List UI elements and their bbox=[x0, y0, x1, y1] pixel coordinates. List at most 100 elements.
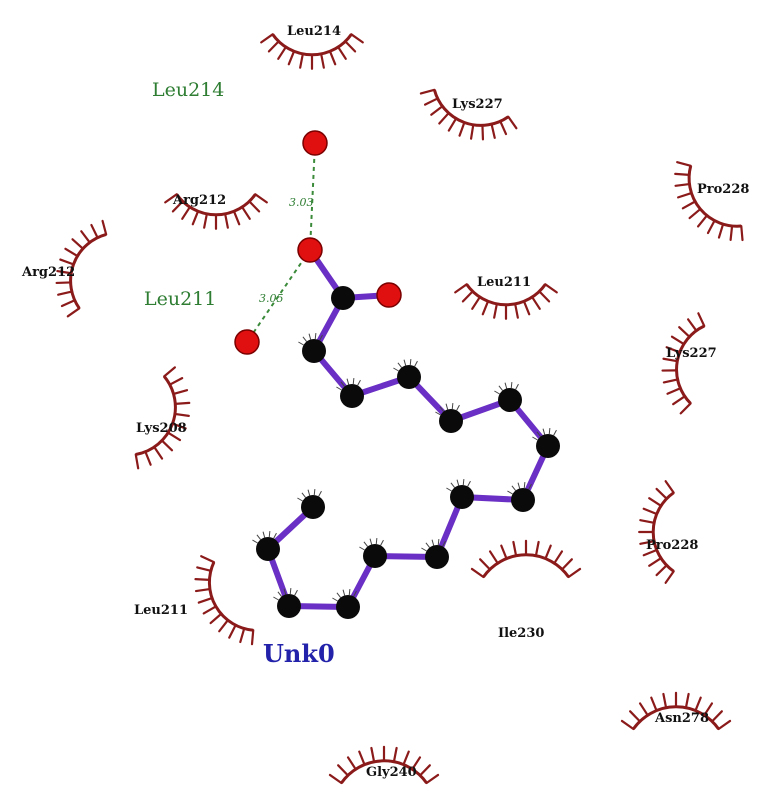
hydrophobic-arc bbox=[134, 366, 191, 470]
atom-sphere bbox=[397, 365, 421, 389]
carbon-atom bbox=[332, 589, 360, 619]
atom-sphere bbox=[498, 388, 522, 412]
atom-contact-tick bbox=[504, 382, 508, 389]
atom-contact-tick bbox=[421, 547, 427, 552]
carbon-atom bbox=[359, 538, 387, 568]
atom-contact-tick bbox=[515, 383, 519, 390]
atom-contact-tick bbox=[494, 390, 500, 395]
oxygen-atom bbox=[297, 237, 323, 263]
atom-contact-tick bbox=[353, 590, 357, 597]
carbon-atom bbox=[297, 489, 325, 519]
carbon-atom bbox=[446, 479, 474, 509]
atom-contact-tick bbox=[298, 341, 304, 346]
atom-sphere bbox=[340, 384, 364, 408]
atom-contact-tick bbox=[397, 362, 403, 368]
atom-contact-tick bbox=[446, 487, 452, 492]
hydrophobic-arc bbox=[470, 539, 582, 579]
residue-label: Lys227 bbox=[452, 97, 503, 112]
atom-sphere bbox=[302, 130, 328, 156]
atom-contact-tick bbox=[456, 479, 460, 486]
hydrogen-bonds bbox=[246, 142, 316, 343]
atom-contact-tick bbox=[517, 482, 521, 489]
atom-contact-tick bbox=[456, 404, 460, 411]
atom-contact-tick bbox=[336, 592, 342, 598]
hydrophobic-arc bbox=[661, 312, 706, 415]
hydrophobic-contacts bbox=[55, 33, 744, 785]
residue-label: Pro228 bbox=[646, 538, 698, 553]
atom-contact-tick bbox=[252, 539, 258, 544]
atom-contact-tick bbox=[262, 531, 266, 538]
atom-contact-tick bbox=[532, 436, 538, 441]
residue-label: Gly240 bbox=[366, 765, 417, 780]
residue-label: Pro228 bbox=[697, 182, 749, 197]
atom-contact-tick bbox=[277, 591, 283, 597]
residue-label: Arg212 bbox=[172, 193, 226, 208]
atom-contact-tick bbox=[301, 492, 307, 498]
atom-sphere bbox=[336, 595, 360, 619]
atom-contact-tick bbox=[289, 588, 292, 595]
atom-contact-tick bbox=[336, 386, 342, 391]
atom-contact-tick bbox=[297, 497, 303, 502]
atom-contact-tick bbox=[256, 534, 262, 540]
atom-contact-tick bbox=[409, 359, 412, 366]
atom-sphere bbox=[234, 329, 260, 355]
hbond-line bbox=[246, 249, 311, 343]
atom-contact-tick bbox=[536, 431, 542, 437]
atom-contact-tick bbox=[348, 589, 351, 596]
residue-label: Lys227 bbox=[666, 346, 717, 361]
atom-contact-tick bbox=[283, 588, 287, 595]
ligand-name-label: Unk0 bbox=[263, 639, 335, 668]
residue-label: Leu211 bbox=[477, 275, 531, 290]
atom-contact-tick bbox=[332, 597, 338, 602]
residue-label: Leu214 bbox=[287, 24, 341, 39]
hydrophobic-arc bbox=[194, 555, 255, 646]
residue-label: Asn278 bbox=[654, 711, 709, 726]
atom-contact-tick bbox=[268, 531, 271, 538]
carbon-atom bbox=[435, 403, 463, 433]
atom-sphere bbox=[331, 286, 355, 310]
atom-contact-tick bbox=[467, 480, 471, 487]
carbon-atom bbox=[331, 286, 355, 310]
oxygen-atom bbox=[376, 282, 402, 308]
atom-contact-tick bbox=[273, 532, 277, 539]
atom-contact-tick bbox=[380, 539, 384, 546]
atom-contact-tick bbox=[414, 360, 418, 367]
residue-label: Ile230 bbox=[498, 626, 544, 641]
atom-contact-tick bbox=[308, 333, 312, 340]
atom-sphere bbox=[439, 409, 463, 433]
atom-contact-tick bbox=[431, 539, 435, 546]
atom-sphere bbox=[301, 495, 325, 519]
atom-contact-tick bbox=[523, 482, 526, 489]
atom-contact-tick bbox=[318, 490, 322, 497]
hydrophobic-arc bbox=[454, 283, 558, 320]
hydrophobic-arc bbox=[620, 691, 732, 731]
atom-contact-tick bbox=[403, 359, 407, 366]
residue-label: Leu211 bbox=[134, 603, 188, 618]
carbon-atom bbox=[507, 482, 535, 512]
atom-contact-tick bbox=[359, 546, 365, 551]
atom-contact-tick bbox=[393, 367, 399, 372]
atom-contact-tick bbox=[346, 378, 350, 385]
residue-label: Arg212 bbox=[21, 265, 75, 280]
hydrophobic-arc bbox=[55, 219, 108, 318]
atom-contact-tick bbox=[437, 539, 440, 546]
atom-sphere bbox=[363, 544, 387, 568]
carbon-atom bbox=[532, 428, 560, 458]
atom-sphere bbox=[302, 339, 326, 363]
hbond-residue-label-leu214: Leu214 bbox=[152, 79, 224, 101]
atom-sphere bbox=[256, 537, 280, 561]
atom-contact-tick bbox=[445, 403, 449, 410]
atom-contact-tick bbox=[357, 379, 361, 386]
atom-contact-tick bbox=[369, 538, 373, 545]
atom-sphere bbox=[376, 282, 402, 308]
carbon-atom bbox=[298, 333, 326, 363]
atom-sphere bbox=[511, 488, 535, 512]
carbon-atom bbox=[336, 378, 364, 408]
atom-contact-tick bbox=[313, 489, 316, 496]
atom-contact-tick bbox=[273, 596, 279, 601]
atom-contact-tick bbox=[340, 381, 346, 387]
atom-contact-tick bbox=[450, 482, 456, 488]
atom-contact-tick bbox=[507, 490, 513, 495]
carbon-atom bbox=[421, 539, 449, 569]
oxygen-atom bbox=[234, 329, 260, 355]
